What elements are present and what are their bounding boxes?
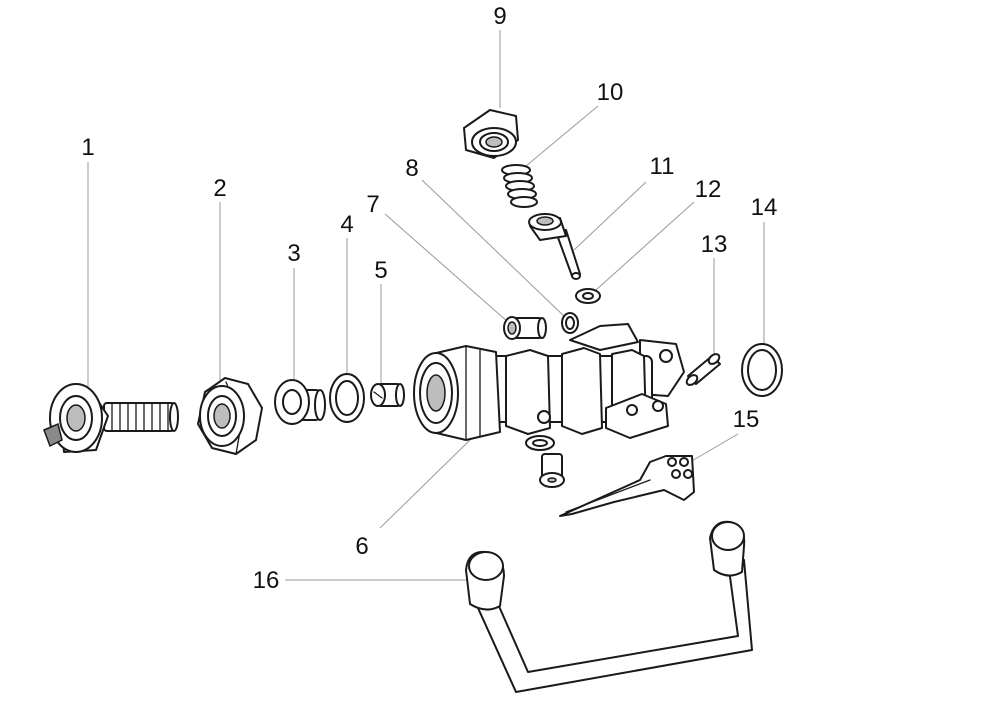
callout-9: 9 [493, 3, 506, 30]
leader-11 [573, 181, 647, 251]
part-9-cap-nut [463, 109, 519, 159]
leader-lines [87, 30, 765, 581]
leader-8 [421, 179, 567, 319]
callout-1: 1 [81, 134, 94, 161]
callout-5: 5 [374, 257, 387, 284]
part-6-main-body [413, 323, 685, 441]
callout-16: 16 [253, 567, 280, 594]
leader-12 [595, 201, 695, 291]
callout-4: 4 [340, 211, 353, 238]
callout-12: 12 [695, 176, 722, 203]
callout-8: 8 [405, 155, 418, 182]
part-16-bail-handle [465, 520, 753, 693]
callout-2: 2 [213, 175, 226, 202]
leader-7 [384, 213, 509, 323]
part-10-spring [501, 164, 538, 208]
part-body-washer-and-screw [525, 435, 565, 488]
callout-10: 10 [597, 79, 624, 106]
callout-labels: 1 2 3 4 5 6 7 8 9 10 11 12 13 14 15 16 [81, 3, 777, 594]
part-7-pin [503, 316, 547, 340]
callout-6: 6 [355, 533, 368, 560]
part-5-sleeve [370, 383, 405, 407]
leader-10 [525, 105, 599, 167]
callout-14: 14 [751, 194, 778, 221]
part-8-small-ring [561, 312, 579, 334]
part-15-trigger-lever [559, 455, 695, 517]
part-3-bushing [274, 379, 326, 425]
part-14-large-o-ring [741, 343, 783, 397]
part-13-roller-pin [685, 353, 721, 386]
callout-11: 11 [650, 153, 675, 180]
part-2-hex-nut [197, 377, 263, 455]
callout-7: 7 [366, 191, 379, 218]
part-1-bolt [43, 383, 179, 453]
callout-15: 15 [733, 406, 760, 433]
part-11-valve-stem [528, 213, 581, 280]
part-12-washer [575, 288, 601, 304]
callout-3: 3 [287, 240, 300, 267]
callout-13: 13 [701, 231, 728, 258]
leader-15 [689, 433, 739, 463]
leader-6 [379, 439, 471, 529]
part-4-o-ring [329, 373, 365, 423]
